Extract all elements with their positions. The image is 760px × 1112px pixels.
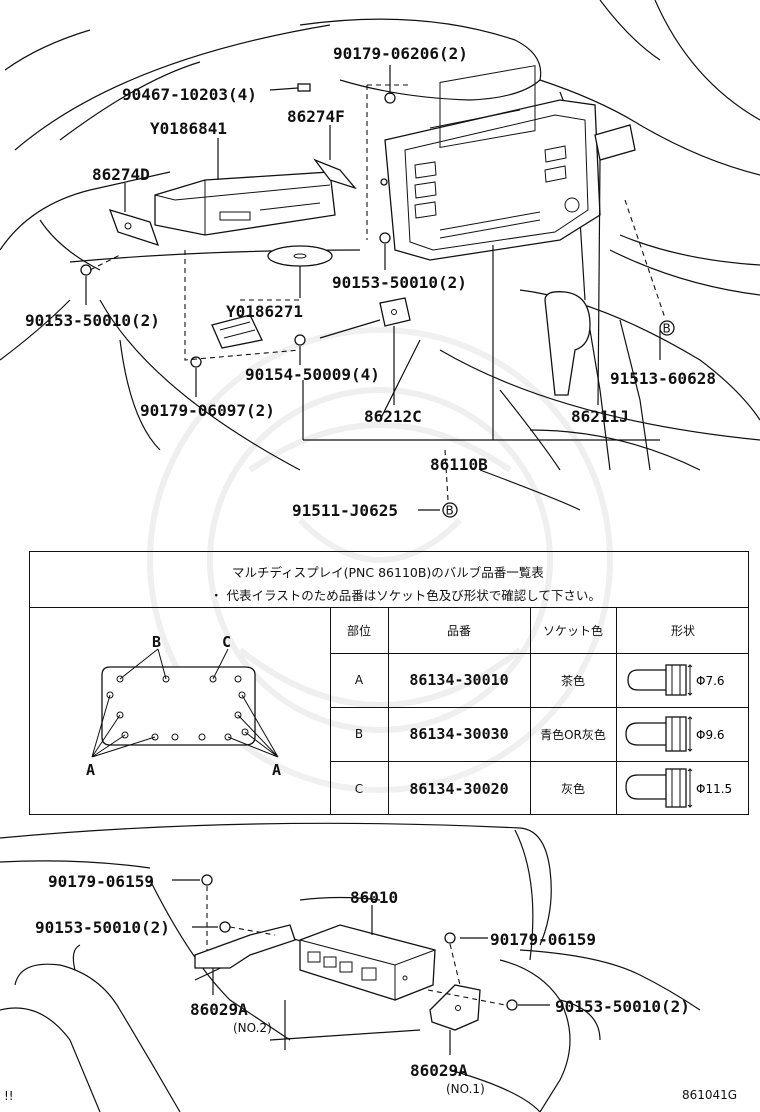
row-b-part-number: 86134-30030: [409, 725, 509, 743]
label-90179-06159-right: 90179-06159: [490, 930, 596, 949]
header-shape: 形状: [670, 623, 695, 638]
label-91511-j0625: 91511-J0625: [292, 501, 398, 520]
header-position: 部位: [346, 623, 371, 638]
header-socket-color: ソケット色: [542, 623, 603, 638]
row-c-part-number: 86134-30020: [409, 779, 509, 798]
header-part-number: 品番: [446, 623, 471, 638]
bulb-shapes: Φ7.6 Φ9.6 Φ11.5: [625, 664, 732, 808]
diagram-label-b: B: [152, 633, 161, 651]
row-c-position: C: [354, 781, 364, 796]
center-display-unit: [384, 65, 601, 261]
row-a-socket-color: 茶色: [560, 673, 585, 688]
bulb-a-diameter: Φ7.6: [696, 674, 725, 688]
label-90467-10203: 90467-10203(4): [122, 85, 257, 104]
label-90153-50010-bottom-right: 90153-50010(2): [555, 997, 690, 1016]
dashed-leaders-top: [89, 84, 666, 501]
label-90153-50010-left: 90153-50010(2): [25, 311, 160, 330]
bracket-86211J: [594, 124, 636, 161]
navigation-ecu-box: [299, 924, 436, 1001]
bulb-part-table: マルチディスプレイ(PNC 86110B)のバルブ品番一覧表 ・ 代表イラストの…: [29, 551, 749, 815]
bracket-86212C: [379, 297, 411, 327]
label-86274f: 86274F: [287, 107, 345, 126]
owner-manual: [211, 314, 263, 349]
bulb-shape-c: Φ11.5: [625, 768, 732, 808]
bulb-c-diameter: Φ11.5: [696, 782, 732, 796]
part-labels-top: 90179-06206(2) 90467-10203(4) Y0186841 8…: [25, 44, 716, 520]
label-y0186271: Y0186271: [226, 302, 303, 321]
corner-mark: !!: [4, 1089, 14, 1103]
row-a-position: A: [354, 673, 364, 687]
dashboard-outline: [0, 0, 760, 511]
label-90153-50010-center: 90153-50010(2): [332, 273, 467, 292]
bracket-86029A-no2: [194, 924, 296, 969]
label-no2: (NO.2): [233, 1021, 272, 1035]
gear-shifter: [544, 291, 591, 396]
label-86110b: 86110B: [430, 455, 488, 474]
diagram-label-a-right: A: [272, 761, 281, 779]
row-b-position: B: [354, 727, 364, 741]
circled-b-label-2: B: [446, 504, 454, 518]
part-labels-bottom: 90179-06159 90153-50010(2) 86010 90179-0…: [4, 872, 737, 1103]
col-divider-1: [330, 607, 331, 814]
row-divider-1: [330, 653, 748, 654]
row-divider-2: [330, 707, 748, 708]
label-90154-50009: 90154-50009(4): [245, 365, 380, 384]
bulb-b-diameter: Φ9.6: [696, 728, 725, 742]
bracket-86274F: [313, 158, 357, 190]
label-86211j: 86211J: [571, 407, 629, 426]
col-divider-3: [530, 607, 531, 814]
label-86212c: 86212C: [364, 407, 422, 426]
trunk-outline: [0, 822, 701, 1112]
cd-disc: [267, 245, 333, 267]
table-title-line1: マルチディスプレイ(PNC 86110B)のバルブ品番一覧表: [232, 565, 544, 580]
leader-lines-top: [85, 65, 661, 511]
bracket-86029A-no1: [429, 984, 481, 1031]
label-y0186841: Y0186841: [150, 119, 227, 138]
row-a-part-number: 86134-30010: [409, 671, 509, 689]
label-91513-60628: 91513-60628: [610, 369, 716, 388]
amplifier-box: [154, 171, 336, 236]
table-grid: 部位 品番 ソケット色 形状 A 86134-30010 茶色 B 86134-…: [30, 607, 748, 814]
figure-id: 861041G: [682, 1088, 737, 1102]
row-b-socket-color: 青色OR灰色: [540, 727, 606, 742]
bulb-leader-lines: [91, 648, 279, 758]
row-c-socket-color: 灰色: [560, 782, 585, 796]
dashed-leaders-bottom: [206, 886, 506, 1006]
label-86029a-no2: 86029A: [190, 1000, 248, 1019]
bracket-86274D: [108, 209, 160, 247]
table-title: マルチディスプレイ(PNC 86110B)のバルブ品番一覧表 ・ 代表イラストの…: [30, 552, 748, 608]
label-86010: 86010: [350, 888, 398, 907]
diagram-label-a-left: A: [86, 761, 95, 779]
table-title-line2: ・ 代表イラストのため品番はソケット色及び形状で確認して下さい。: [210, 588, 601, 603]
bulb-shape-a: Φ7.6: [627, 664, 725, 696]
label-90153-50010-bottom-left: 90153-50010(2): [35, 918, 170, 937]
circled-b-label-1: B: [663, 322, 671, 336]
label-90179-06206: 90179-06206(2): [333, 44, 468, 63]
col-divider-4: [616, 607, 617, 814]
watermark-emblem: [147, 327, 613, 793]
leader-lines-bottom: [172, 879, 550, 1055]
diagram-label-c: C: [222, 633, 231, 651]
label-86029a-no1: 86029A: [410, 1061, 468, 1080]
label-no1: (NO.1): [446, 1082, 485, 1096]
row-divider-3: [330, 761, 748, 762]
label-86274d: 86274D: [92, 165, 150, 184]
col-divider-2: [388, 607, 389, 814]
label-90179-06159-left: 90179-06159: [48, 872, 154, 891]
fastener-dots-bottom: [201, 874, 518, 1011]
circled-b-marker-2: B: [442, 502, 458, 518]
circled-b-marker-1: B: [659, 320, 675, 336]
bulb-shape-b: Φ9.6: [625, 716, 725, 752]
bulb-location-diagram: B C A A: [86, 633, 281, 779]
label-90179-06097: 90179-06097(2): [140, 401, 275, 420]
